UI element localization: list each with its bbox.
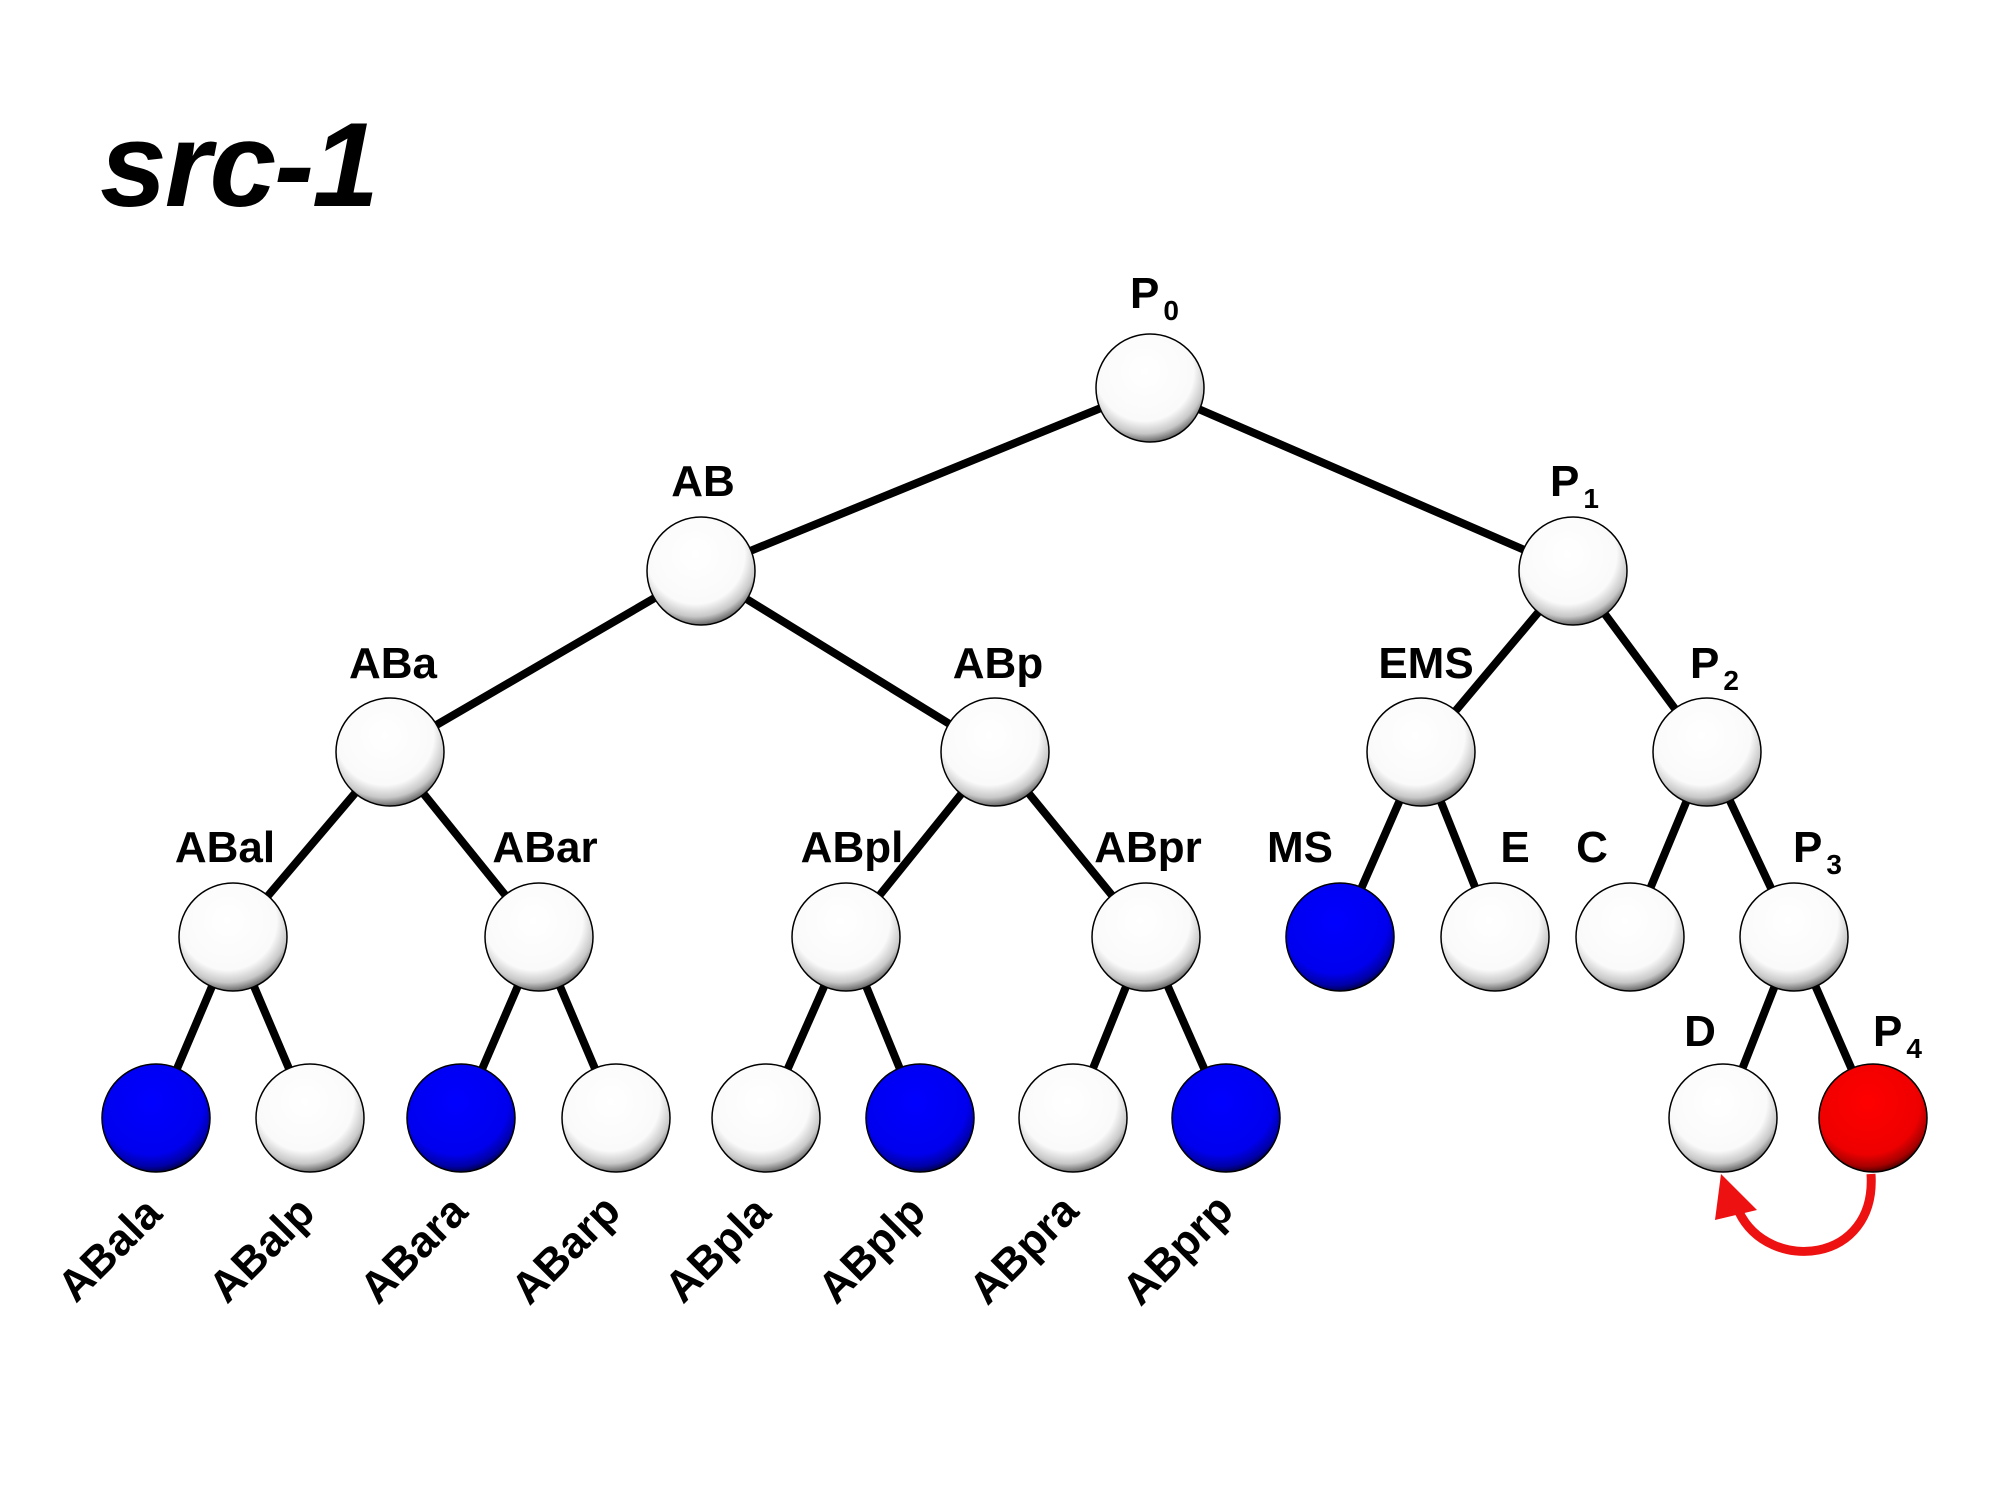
cell-node-ABprp bbox=[1171, 1063, 1281, 1173]
cell-label-ABar: ABar bbox=[492, 823, 597, 872]
edge-ABp-ABpr bbox=[1024, 789, 1116, 899]
cell-label-ABpra: ABpra bbox=[960, 1185, 1088, 1313]
cell-node-ABal bbox=[178, 882, 288, 992]
cell-label-ABp: ABp bbox=[953, 639, 1043, 688]
edge-ABa-ABar bbox=[419, 789, 509, 899]
cell-node-AB bbox=[646, 516, 756, 626]
cell-label-ABprp: ABprp bbox=[1113, 1185, 1243, 1315]
cell-label-ABara: ABara bbox=[351, 1186, 478, 1313]
cell-node-ABpr bbox=[1091, 882, 1201, 992]
edge-ABpl-ABpla bbox=[783, 982, 829, 1072]
cell-node-ABa bbox=[335, 697, 445, 807]
cell-label-C: C bbox=[1576, 823, 1608, 872]
edge-P2-C bbox=[1646, 797, 1691, 890]
cell-label-subscript: 4 bbox=[1906, 1033, 1922, 1064]
edge-ABal-ABala bbox=[173, 982, 217, 1071]
cell-node-P2 bbox=[1652, 697, 1762, 807]
edge-ABar-ABarp bbox=[555, 982, 599, 1071]
edge-P1-P2 bbox=[1600, 609, 1679, 712]
cell-label-ABala: ABala bbox=[48, 1188, 171, 1311]
cell-label-subscript: 0 bbox=[1163, 295, 1179, 326]
cell-node-C bbox=[1575, 882, 1685, 992]
edge-ABal-ABalp bbox=[249, 982, 293, 1071]
cell-label-subscript: 2 bbox=[1723, 665, 1739, 696]
cell-node-ABar bbox=[484, 882, 594, 992]
cell-node-ABarp bbox=[561, 1063, 671, 1173]
cell-node-P0 bbox=[1095, 333, 1205, 443]
cell-node-P4 bbox=[1818, 1063, 1928, 1173]
cell-node-ABara bbox=[406, 1063, 516, 1173]
cell-label-ABa: ABa bbox=[349, 639, 438, 688]
edge-P3-D bbox=[1738, 983, 1779, 1071]
cell-node-D bbox=[1668, 1063, 1778, 1173]
edge-P3-P4 bbox=[1810, 982, 1856, 1072]
cell-label-EMS: EMS bbox=[1378, 639, 1473, 688]
nodes-layer bbox=[101, 333, 1928, 1173]
edge-ABar-ABara bbox=[478, 982, 523, 1071]
fate-transformation-arrow bbox=[1734, 1173, 1876, 1256]
cell-node-P3 bbox=[1739, 882, 1849, 992]
edge-AB-ABa bbox=[433, 593, 659, 729]
arrow-layer bbox=[1715, 1173, 1876, 1256]
cell-node-ABplp bbox=[865, 1063, 975, 1173]
edges-layer bbox=[173, 403, 1856, 1072]
cell-node-E bbox=[1440, 882, 1550, 992]
cell-label-ABpl: ABpl bbox=[801, 823, 904, 872]
edge-ABp-ABpl bbox=[876, 789, 966, 899]
cell-node-ABala bbox=[101, 1063, 211, 1173]
cell-label-ABplp: ABplp bbox=[809, 1187, 935, 1313]
cell-node-P1 bbox=[1518, 516, 1628, 626]
edge-ABpr-ABprp bbox=[1163, 982, 1209, 1072]
arrowhead-icon bbox=[1715, 1174, 1757, 1220]
cell-label-ABpla: ABpla bbox=[655, 1187, 780, 1312]
cell-label-D: D bbox=[1684, 1007, 1716, 1056]
cell-node-ABalp bbox=[255, 1063, 365, 1173]
cell-label-ABpr: ABpr bbox=[1094, 823, 1202, 872]
edge-P1-EMS bbox=[1451, 607, 1544, 715]
cell-node-EMS bbox=[1366, 697, 1476, 807]
edge-EMS-E bbox=[1436, 798, 1480, 890]
cell-label-ABalp: ABalp bbox=[199, 1187, 324, 1312]
edge-P0-P1 bbox=[1195, 404, 1527, 554]
edge-P2-P3 bbox=[1725, 796, 1776, 891]
cell-label-MS: MS bbox=[1267, 823, 1333, 872]
cell-label-ABal: ABal bbox=[175, 823, 275, 872]
diagram-title: src-1 bbox=[100, 98, 379, 232]
cell-label-ABarp: ABarp bbox=[502, 1186, 630, 1314]
cell-node-ABpla bbox=[711, 1063, 821, 1173]
cell-node-ABpl bbox=[791, 882, 901, 992]
edge-EMS-MS bbox=[1357, 797, 1405, 891]
cell-node-ABp bbox=[940, 697, 1050, 807]
edge-P0-AB bbox=[748, 403, 1105, 555]
edge-ABpl-ABplp bbox=[861, 982, 904, 1071]
cell-label-AB: AB bbox=[671, 457, 735, 506]
cell-node-MS bbox=[1285, 882, 1395, 992]
edge-ABa-ABal bbox=[264, 788, 360, 900]
cell-label-subscript: 3 bbox=[1826, 849, 1842, 880]
edge-AB-ABp bbox=[742, 594, 953, 728]
edge-ABpr-ABpra bbox=[1089, 983, 1131, 1071]
cell-label-subscript: 1 bbox=[1583, 483, 1599, 514]
cell-node-ABpra bbox=[1018, 1063, 1128, 1173]
cell-label-E: E bbox=[1500, 823, 1529, 872]
